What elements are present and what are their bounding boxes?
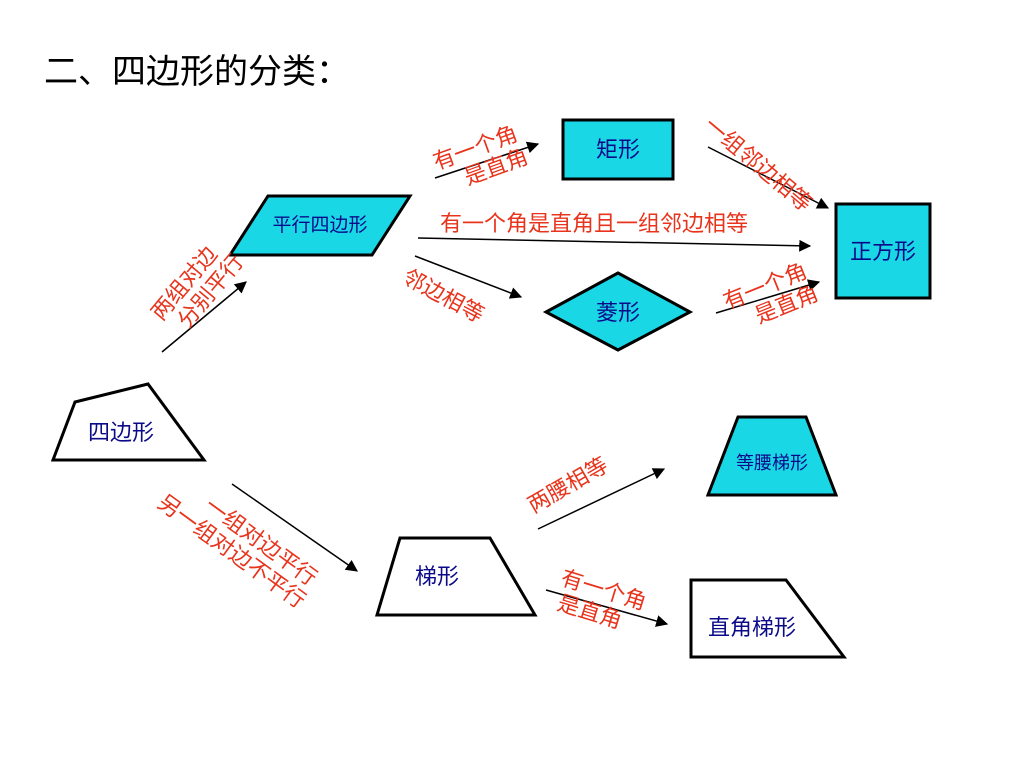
- right-trapezoid-label: 直角梯形: [708, 616, 796, 641]
- square-shape: [834, 202, 932, 300]
- rhombus-label: 菱形: [596, 301, 640, 326]
- rectangle-label: 矩形: [596, 138, 640, 163]
- parallelogram-label: 平行四边形: [272, 214, 367, 236]
- isosceles-trapezoid-label: 等腰梯形: [736, 453, 808, 474]
- arrow-para-to-rhombus: [414, 255, 523, 299]
- arrow-rectangle-to-square: [707, 146, 830, 209]
- trapezoid-label: 梯形: [415, 565, 459, 590]
- condition-line: 有一个角是直角且一组邻边相等: [440, 212, 749, 237]
- right-trapezoid-shape: [689, 578, 848, 659]
- square-label: 正方形: [850, 240, 916, 265]
- rhombus-shape: [542, 271, 694, 352]
- parallelogram-shape: [227, 194, 413, 257]
- condition-para-to-square: 有一个角是直角且一组邻边相等: [440, 212, 748, 237]
- arrow-para-to-rectangle: [434, 141, 540, 179]
- rectangle-shape: [561, 118, 675, 181]
- arrow-quad-to-trapezoid: [231, 483, 358, 572]
- arrow-trap-to-right: [545, 589, 669, 627]
- quadrilateral-label: 四边形: [88, 421, 154, 446]
- isosceles-trapezoid-shape: [705, 415, 839, 497]
- arrow-para-to-square: [417, 237, 812, 252]
- quadrilateral-shape: [50, 382, 207, 462]
- arrow-quad-to-parallelogram: [161, 281, 247, 353]
- trapezoid-shape: [374, 536, 538, 617]
- page-title: 二、四边形的分类：: [44, 52, 350, 92]
- arrow-trap-to-isosceles: [537, 468, 666, 530]
- arrow-rhombus-to-square: [715, 279, 821, 314]
